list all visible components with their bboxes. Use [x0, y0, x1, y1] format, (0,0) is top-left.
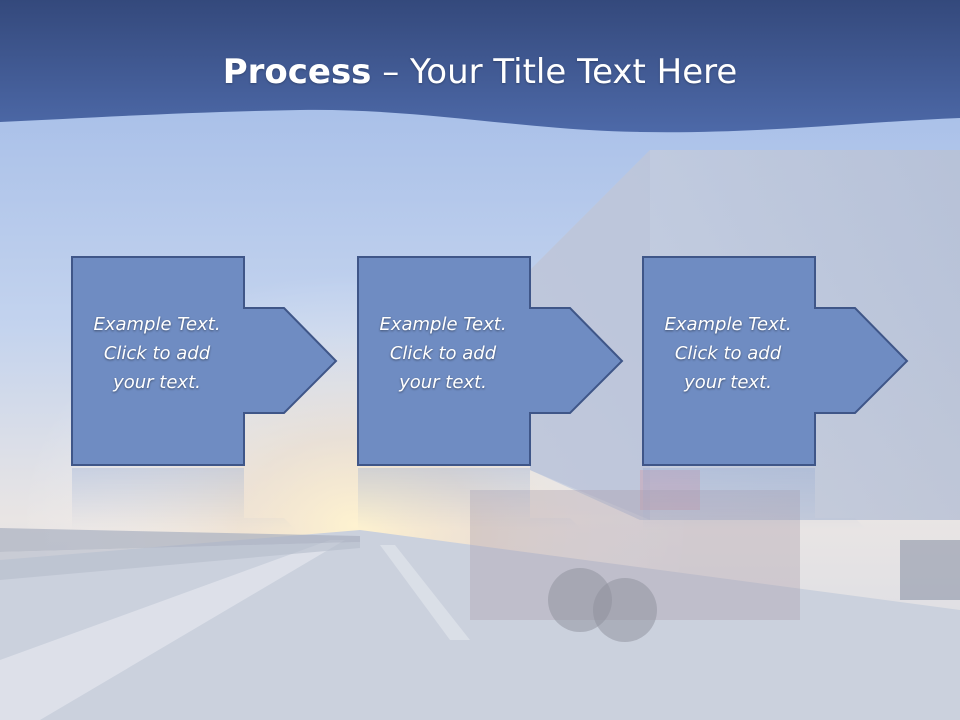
step-1-reflection: [72, 468, 296, 530]
slide-title[interactable]: Process – Your Title Text Here: [0, 52, 960, 92]
step-2-text[interactable]: Example Text. Click to add your text.: [357, 310, 529, 397]
step-3-reflection: [643, 468, 867, 530]
step-3-line-2: Click to add: [674, 343, 782, 364]
step-2-line-2: Click to add: [389, 343, 497, 364]
title-bold-text: Process: [222, 52, 372, 92]
step-1-line-3: your text.: [113, 372, 201, 393]
step-3-line-3: your text.: [684, 372, 772, 393]
arrow-right-icon: [357, 256, 624, 466]
step-3-line-1: Example Text.: [664, 314, 792, 335]
step-1-text[interactable]: Example Text. Click to add your text.: [71, 310, 243, 397]
step-1-line-2: Click to add: [103, 343, 211, 364]
process-step-2[interactable]: Example Text. Click to add your text.: [357, 256, 627, 468]
process-step-3[interactable]: Example Text. Click to add your text.: [642, 256, 912, 468]
process-step-1[interactable]: Example Text. Click to add your text.: [71, 256, 341, 468]
title-text: – Your Title Text Here: [371, 52, 738, 92]
step-2-reflection: [358, 468, 582, 530]
step-1-line-1: Example Text.: [93, 314, 221, 335]
arrow-right-icon: [71, 256, 338, 466]
step-3-text[interactable]: Example Text. Click to add your text.: [642, 310, 814, 397]
step-2-line-1: Example Text.: [379, 314, 507, 335]
arrow-right-icon: [642, 256, 909, 466]
step-2-line-3: your text.: [399, 372, 487, 393]
